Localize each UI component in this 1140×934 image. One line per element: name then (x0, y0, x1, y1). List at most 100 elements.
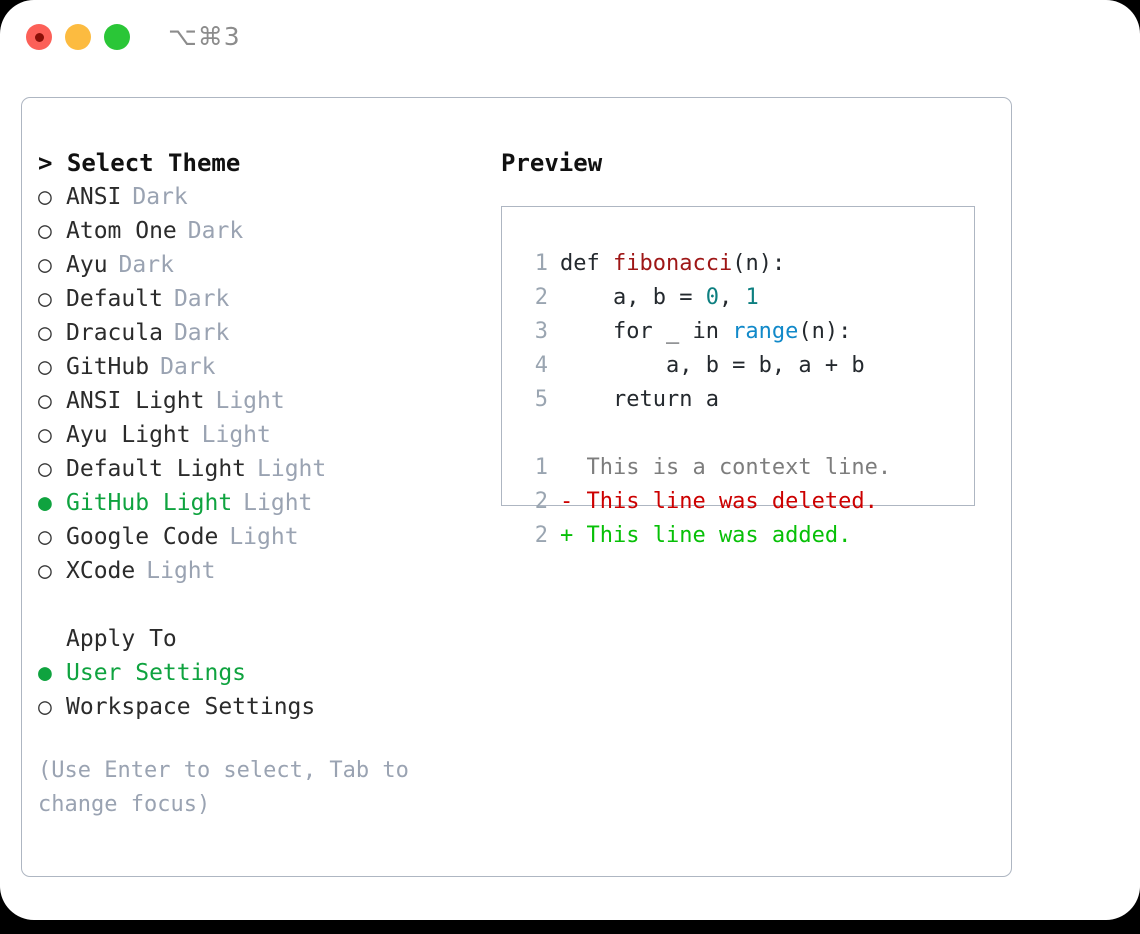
theme-variant-tag: Light (215, 388, 285, 414)
radio-unselected-icon: ○ (38, 320, 52, 346)
theme-option-label: ANSI Light (66, 388, 205, 414)
theme-option-label: Ayu (66, 252, 108, 278)
apply-to-option[interactable]: ● User Settings (38, 656, 488, 690)
theme-option[interactable]: ○ Default Dark (38, 282, 488, 316)
theme-option[interactable]: ○ Ayu Dark (38, 248, 488, 282)
code-line-number: 4 (534, 353, 548, 378)
radio-unselected-icon: ○ (38, 694, 52, 720)
code-line-text: def fibonacci(n): (560, 247, 785, 281)
diff-line-number: 2 (534, 523, 548, 548)
radio-unselected-icon: ○ (38, 354, 52, 380)
radio-unselected-icon: ○ (38, 558, 52, 584)
theme-option[interactable]: ○ ANSI Light Light (38, 384, 488, 418)
code-token: range (732, 319, 799, 344)
code-line-text: a, b = 0, 1 (560, 281, 759, 315)
diff-line-text: - This line was deleted. (560, 489, 878, 514)
radio-unselected-icon: ○ (38, 388, 52, 414)
diff-line-number: 1 (534, 455, 548, 480)
theme-option-label: Default (66, 286, 163, 312)
diff-line: 2 - This line was deleted. (520, 485, 974, 519)
theme-option-label: GitHub Light (66, 490, 233, 516)
code-token: def (560, 251, 613, 276)
radio-selected-icon: ● (38, 660, 52, 686)
apply-to-list[interactable]: ● User Settings ○ Workspace Settings (38, 656, 488, 724)
theme-variant-tag: Light (229, 524, 299, 550)
theme-variant-tag: Light (201, 422, 271, 448)
theme-option-label: Dracula (66, 320, 163, 346)
code-token: (n): (732, 251, 786, 276)
diff-sample: 1 This is a context line. 2 - This line wa… (520, 451, 974, 553)
code-token: a, b = b, a + b (560, 353, 865, 378)
theme-variant-tag: Light (146, 558, 216, 584)
theme-variant-tag: Light (257, 456, 327, 482)
apply-to-heading: Apply To (66, 626, 177, 652)
code-diff-separator (520, 417, 974, 451)
radio-unselected-icon: ○ (38, 184, 52, 210)
code-token: fibonacci (612, 251, 733, 276)
apply-to-option-label: User Settings (66, 660, 247, 686)
select-theme-heading: > Select Theme (38, 149, 241, 177)
theme-variant-tag: Light (243, 490, 313, 516)
code-token: a, b = (560, 285, 706, 310)
code-token: 0 (705, 285, 719, 310)
code-token: for _ in (560, 319, 733, 344)
radio-unselected-icon: ○ (38, 286, 52, 312)
code-line: 3 for _ in range(n): (520, 315, 974, 349)
diff-line: 2 + This line was added. (520, 519, 974, 553)
radio-unselected-icon: ○ (38, 456, 52, 482)
code-token: (n): (798, 319, 852, 344)
code-line-number: 2 (534, 285, 548, 310)
zoom-button-icon[interactable] (104, 24, 130, 50)
theme-option[interactable]: ○ XCode Light (38, 554, 488, 588)
theme-variant-tag: Dark (118, 252, 174, 278)
code-line: 5 return a (520, 383, 974, 417)
radio-unselected-icon: ○ (38, 218, 52, 244)
list-spacer (38, 588, 488, 622)
code-line-text: a, b = b, a + b (560, 349, 865, 383)
theme-option-label: ANSI (66, 184, 122, 210)
theme-option-label: Ayu Light (66, 422, 191, 448)
preview-heading: Preview (501, 149, 603, 177)
keyboard-hint-text: (Use Enter to select, Tab to change focu… (38, 758, 423, 817)
close-button-icon[interactable] (26, 24, 52, 50)
code-line-text: for _ in range(n): (560, 315, 851, 349)
code-token: 1 (745, 285, 759, 310)
theme-variant-tag: Dark (173, 286, 230, 312)
keyboard-shortcut-label: ⌥⌘3 (168, 22, 241, 51)
apply-to-option[interactable]: ○ Workspace Settings (38, 690, 488, 724)
theme-variant-tag: Dark (187, 218, 244, 244)
theme-option-label: GitHub (66, 354, 150, 380)
code-line-number: 5 (534, 387, 548, 412)
radio-unselected-icon: ○ (38, 524, 52, 550)
theme-option-label: Default Light (66, 456, 247, 482)
code-token: , (718, 285, 746, 310)
diff-line-text: This is a context line. (560, 455, 892, 480)
theme-option[interactable]: ○ Default Light Light (38, 452, 488, 486)
theme-option[interactable]: ○ Dracula Dark (38, 316, 488, 350)
apply-to-option-label: Workspace Settings (66, 694, 316, 720)
code-token: return a (560, 387, 719, 412)
diff-line-text: + This line was added. (560, 523, 852, 548)
theme-option-label: XCode (66, 558, 136, 584)
diff-line: 1 This is a context line. (520, 451, 974, 485)
diff-line-number: 2 (534, 489, 548, 514)
theme-variant-tag: Dark (173, 320, 230, 346)
radio-unselected-icon: ○ (38, 422, 52, 448)
radio-unselected-icon: ○ (38, 252, 52, 278)
window-controls (26, 24, 130, 50)
theme-option[interactable]: ○ Ayu Light Light (38, 418, 488, 452)
minimize-button-icon[interactable] (65, 24, 91, 50)
